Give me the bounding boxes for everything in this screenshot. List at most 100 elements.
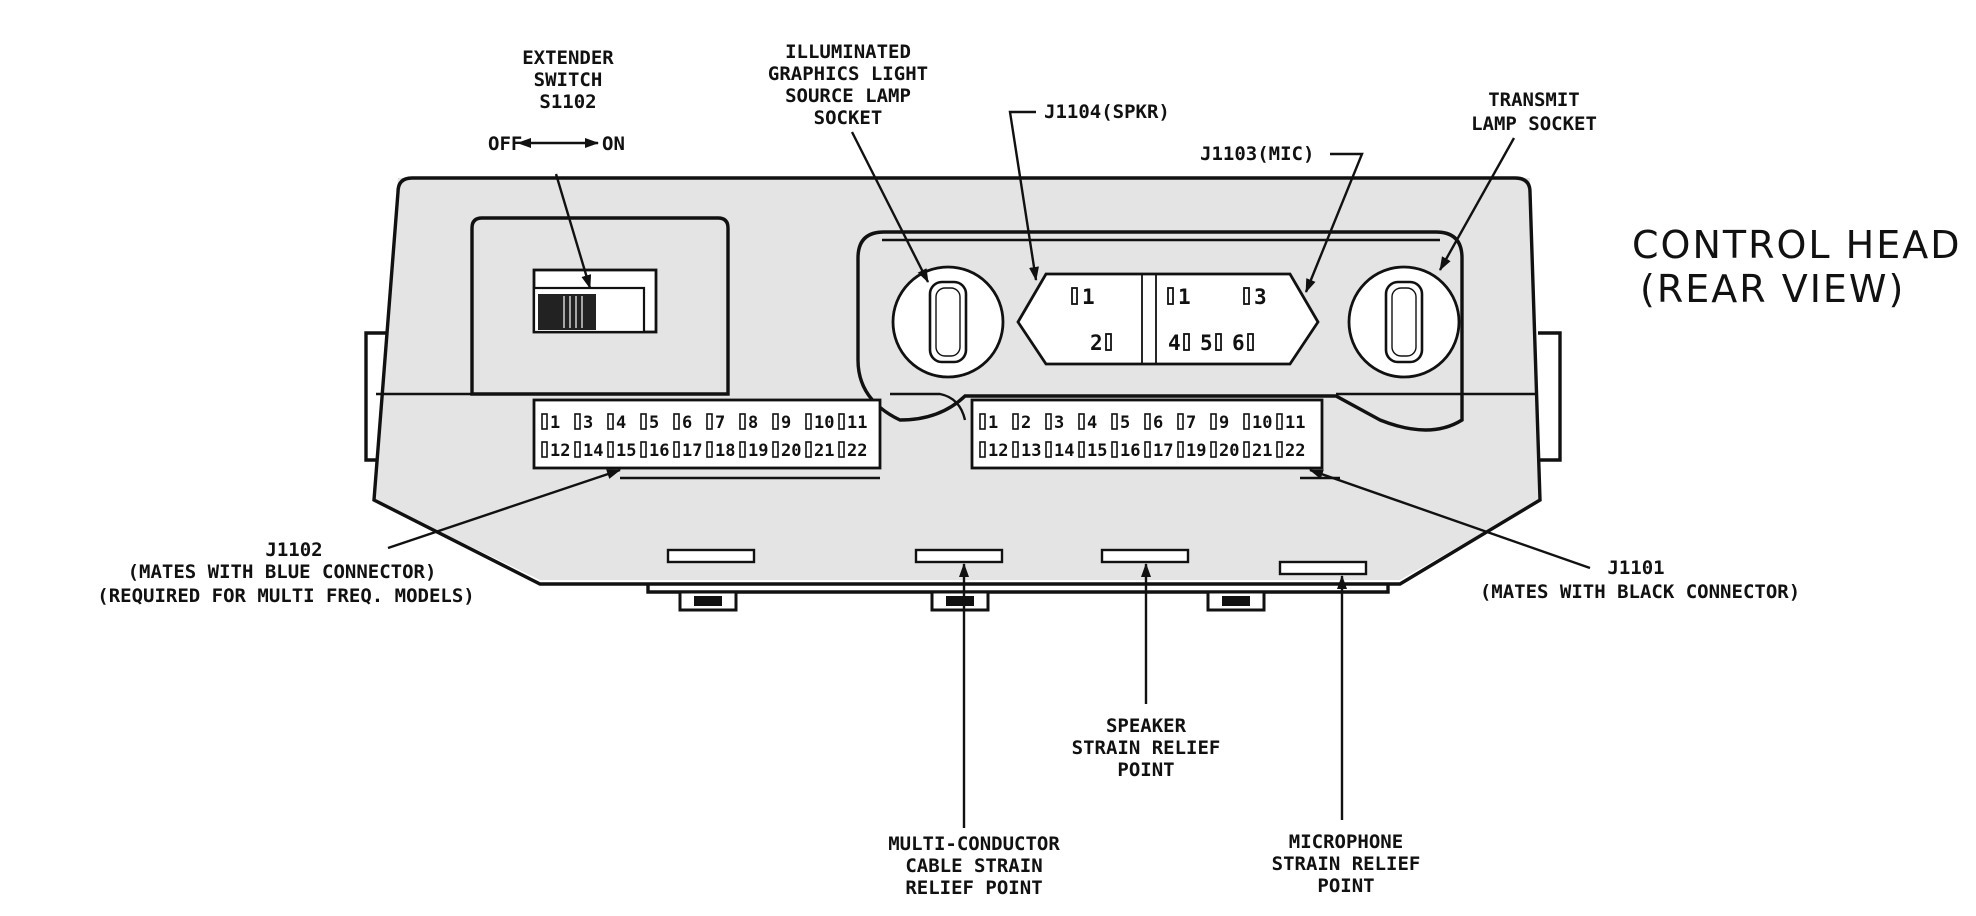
svg-text:ILLUMINATED: ILLUMINATED — [785, 41, 911, 63]
svg-text:(MATES WITH BLUE CONNECTOR): (MATES WITH BLUE CONNECTOR) — [128, 561, 437, 583]
connector-pin-label: 10 — [1252, 413, 1272, 433]
connector-pin-slot — [772, 441, 779, 458]
connector-pin-label: 14 — [583, 441, 603, 461]
connector-pin-slot — [706, 441, 713, 458]
connector-pin-label: 1 — [550, 413, 560, 433]
connector-pin-slot — [1144, 441, 1151, 458]
connector-pin-label: 12 — [988, 441, 1008, 461]
connector-pin-label: 17 — [682, 441, 702, 461]
speaker-pin: 1 — [1082, 285, 1095, 309]
mic-pin: 1 — [1178, 285, 1191, 309]
connector-pin-label: 15 — [1087, 441, 1107, 461]
transmit-lamp-label: TRANSMIT LAMP SOCKET — [1438, 89, 1597, 271]
connector-pin-slot — [838, 441, 845, 458]
connector-pin-slot — [739, 413, 746, 430]
connector-pin-label: 6 — [682, 413, 692, 433]
svg-text:MULTI-CONDUCTOR: MULTI-CONDUCTOR — [888, 833, 1060, 855]
strain-relief-slots — [666, 548, 1368, 576]
svg-text:CABLE STRAIN: CABLE STRAIN — [905, 855, 1042, 877]
connector-pin-slot — [1012, 441, 1019, 458]
connector-pin-label: 18 — [715, 441, 735, 461]
connector-pin-label: 4 — [1087, 413, 1097, 433]
connector-pin-label: 7 — [1186, 413, 1196, 433]
connector-pin-label: 20 — [781, 441, 801, 461]
spkr-mic-connector — [1016, 272, 1320, 366]
connector-pin-label: 22 — [1285, 441, 1305, 461]
connector-pin-slot — [706, 413, 713, 430]
svg-text:SPEAKER: SPEAKER — [1106, 715, 1187, 737]
svg-text:S1102: S1102 — [539, 91, 596, 113]
connector-pin-slot — [640, 413, 647, 430]
connector-pin-slot — [772, 413, 779, 430]
svg-text:RELIEF POINT: RELIEF POINT — [905, 877, 1042, 899]
svg-text:MICROPHONE: MICROPHONE — [1289, 831, 1403, 853]
connector-pin-label: 19 — [748, 441, 768, 461]
mic-pin: 5 — [1200, 331, 1213, 355]
connector-pin-slot — [574, 441, 581, 458]
multi-conductor-label: MULTI-CONDUCTOR CABLE STRAIN RELIEF POIN… — [888, 563, 1060, 899]
connector-pin-slot — [1243, 441, 1250, 458]
svg-text:TRANSMIT: TRANSMIT — [1488, 89, 1580, 111]
speaker-jack-label: J1104(SPKR) — [1008, 101, 1170, 281]
mounting-base — [646, 584, 1390, 612]
connector-pin-slot — [1177, 441, 1184, 458]
svg-text:J1102: J1102 — [265, 539, 322, 561]
graphics-lamp-socket — [891, 265, 1005, 379]
connector-pin-label: 3 — [1054, 413, 1064, 433]
mic-jack-label: J1103(MIC) — [1200, 143, 1364, 293]
svg-text:POINT: POINT — [1117, 759, 1174, 781]
connector-pin-label: 4 — [616, 413, 626, 433]
connector-pin-label: 11 — [847, 413, 867, 433]
svg-text:SOURCE LAMP: SOURCE LAMP — [785, 85, 911, 107]
connector-pin-label: 6 — [1153, 413, 1163, 433]
connector-pin-label: 1 — [988, 413, 998, 433]
connector-pin-slot — [1111, 441, 1118, 458]
switch-on-label: ON — [602, 133, 625, 155]
connector-pin-label: 21 — [814, 441, 834, 461]
connector-pin-slot — [541, 441, 548, 458]
svg-text:J1103(MIC): J1103(MIC) — [1200, 143, 1314, 165]
speaker-strain-label: SPEAKER STRAIN RELIEF POINT — [1072, 563, 1220, 781]
connector-pin-slot — [1243, 413, 1250, 430]
connector-pin-label: 9 — [781, 413, 791, 433]
mic-jack-pins: 1 3 4 5 6 — [1167, 285, 1267, 355]
connector-pin-label: 7 — [715, 413, 725, 433]
connector-pin-slot — [1210, 413, 1217, 430]
svg-text:STRAIN RELIEF: STRAIN RELIEF — [1272, 853, 1421, 875]
connector-pin-slot — [739, 441, 746, 458]
connector-pin-slot — [1276, 413, 1283, 430]
connector-pin-label: 19 — [1186, 441, 1206, 461]
diagram-title-line2: (REAR VIEW) — [1640, 267, 1905, 311]
control-head-housing — [372, 176, 1542, 586]
connector-pin-slot — [805, 413, 812, 430]
connector-pin-slot — [1045, 441, 1052, 458]
connector-pin-label: 16 — [1120, 441, 1140, 461]
connector-pin-label: 9 — [1219, 413, 1229, 433]
connector-pin-label: 13 — [1021, 441, 1041, 461]
connector-pin-label: 20 — [1219, 441, 1239, 461]
switch-off-label: OFF — [488, 133, 522, 155]
mic-strain-label: MICROPHONE STRAIN RELIEF POINT — [1272, 575, 1421, 897]
connector-pin-slot — [1111, 413, 1118, 430]
connector-pin-slot — [838, 413, 845, 430]
connector-pin-slot — [1012, 413, 1019, 430]
connector-pin-slot — [673, 413, 680, 430]
connector-pin-slot — [607, 413, 614, 430]
connector-pin-slot — [1210, 441, 1217, 458]
svg-text:(MATES WITH BLACK CONNECTOR): (MATES WITH BLACK CONNECTOR) — [1480, 581, 1800, 603]
connector-pin-label: 3 — [583, 413, 593, 433]
svg-text:SWITCH: SWITCH — [534, 69, 603, 91]
connector-pin-slot — [607, 441, 614, 458]
connector-pin-slot — [979, 441, 986, 458]
connector-pin-label: 11 — [1285, 413, 1305, 433]
diagram-title-line1: CONTROL HEAD — [1632, 223, 1961, 267]
connector-pin-slot — [1045, 413, 1052, 430]
mic-pin: 6 — [1232, 331, 1245, 355]
svg-text:LAMP SOCKET: LAMP SOCKET — [1471, 113, 1597, 135]
connector-pin-slot — [673, 441, 680, 458]
extender-switch-label: EXTENDER SWITCH S1102 OFF ON — [488, 47, 625, 289]
svg-text:EXTENDER: EXTENDER — [522, 47, 614, 69]
connector-pin-label: 21 — [1252, 441, 1272, 461]
